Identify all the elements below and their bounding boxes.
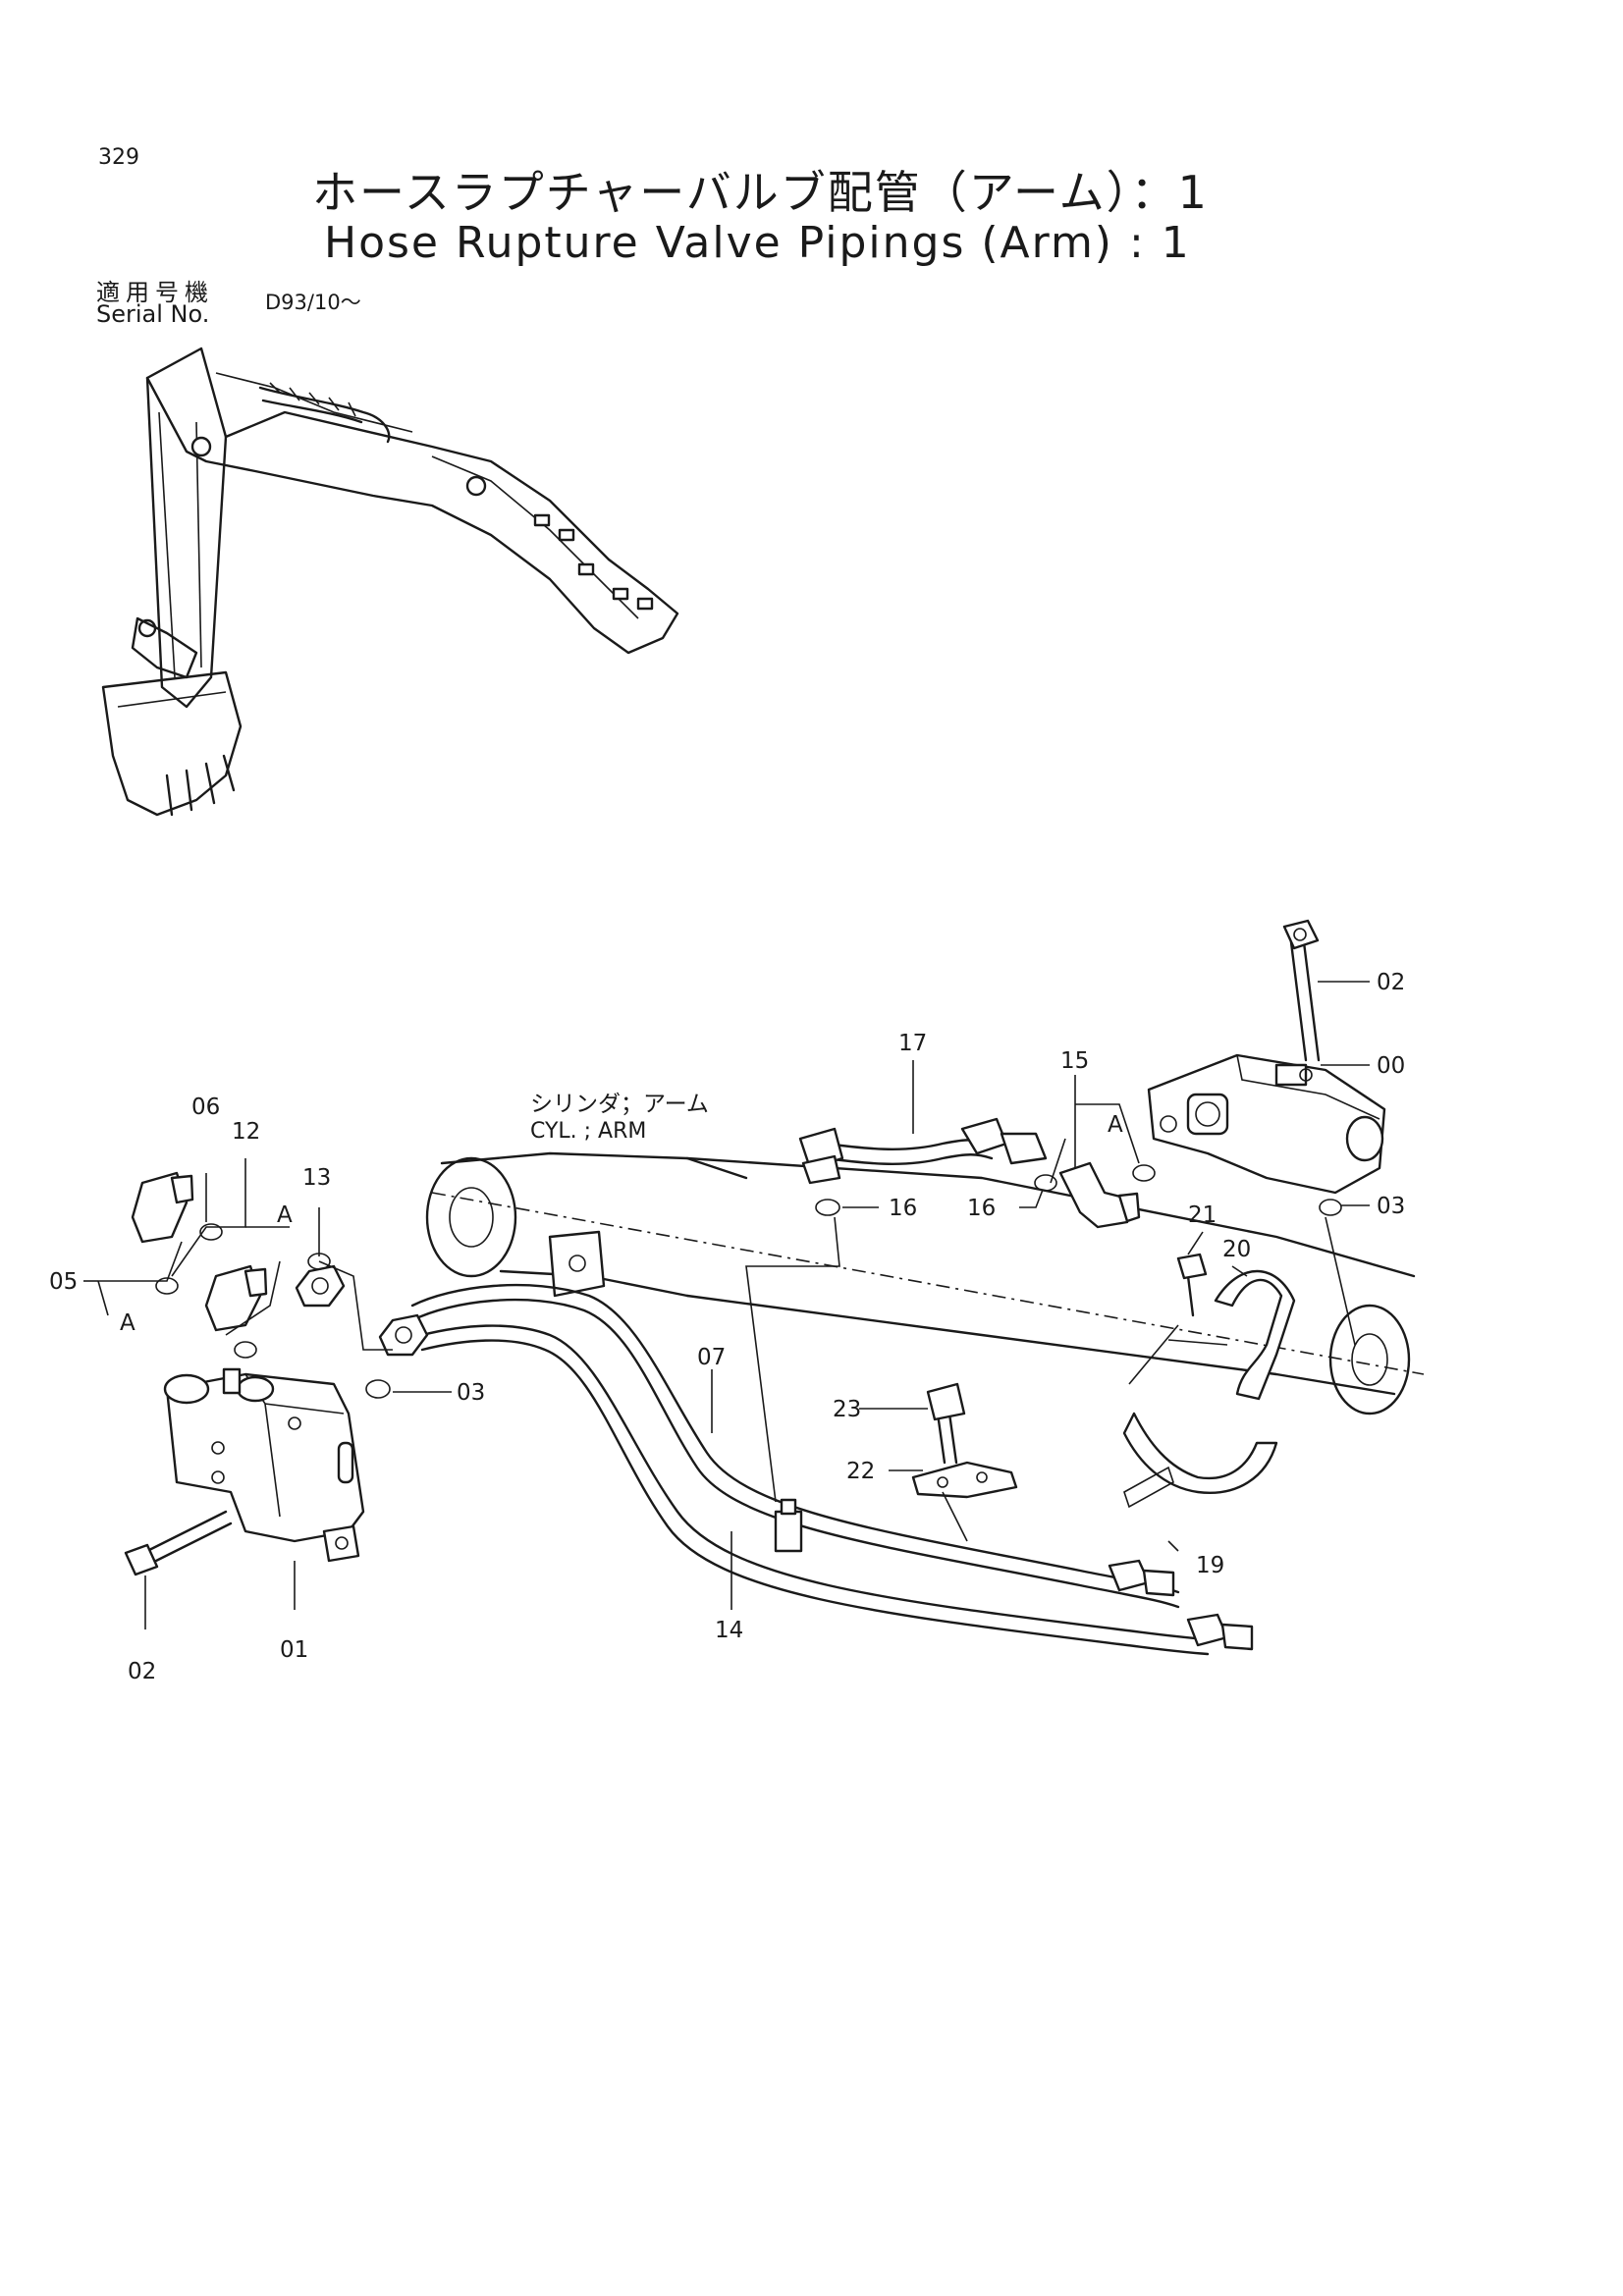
leader-lines [83,981,1370,1629]
part-label-22: 22 [846,1459,875,1484]
part-label-23: 23 [833,1397,861,1422]
serial-label-english: Serial No. [96,300,210,328]
part-label-07: 07 [697,1345,726,1370]
part-label-05: 05 [49,1269,78,1295]
rupture-valve-right [1147,919,1386,1195]
part-label-21: 21 [1188,1202,1217,1228]
detail-mark-a-right: A [1108,1112,1123,1138]
o-rings-left [155,1223,391,1399]
part-label-16-left: 16 [889,1196,917,1221]
page-number: 329 [98,145,139,170]
part-label-03-left: 03 [457,1380,485,1406]
part-label-19: 19 [1196,1553,1224,1578]
clamps-and-brackets [911,1253,1296,1509]
part-label-16-right: 16 [967,1196,996,1221]
elbow-fittings [131,1171,429,1357]
detail-mark-a-upper-left: A [277,1202,293,1228]
serial-number-value: D93/10～ [265,291,361,314]
pipe-assembly [410,1283,1254,1656]
cylinder-label-english: CYL. ; ARM [530,1119,647,1144]
part-label-20: 20 [1222,1237,1251,1262]
part-label-00: 00 [1377,1053,1405,1079]
page-title-japanese: ホースラプチャーバルブ配管（アーム）：1 [312,166,1209,219]
hose-and-elbow-right [798,1117,1342,1229]
part-label-17: 17 [898,1031,927,1056]
part-label-01: 01 [280,1637,308,1663]
part-labels: 02 00 03 17 15 A 16 16 21 20 07 23 22 19… [49,970,1405,1684]
part-label-02-lower: 02 [128,1659,156,1684]
detail-mark-a-lower-left: A [120,1310,135,1336]
rupture-valve-left [124,1367,365,1576]
part-label-13: 13 [302,1165,331,1191]
part-label-00-bolt-02-upper: 02 [1377,970,1405,995]
part-label-06: 06 [191,1095,220,1120]
excavator-arm-overview [101,347,679,817]
part-label-14: 14 [715,1618,743,1643]
serial-label-japanese: 適用号機 [96,279,214,306]
part-label-03-right: 03 [1377,1194,1405,1219]
part-label-15: 15 [1060,1048,1089,1074]
cylinder-label-japanese: シリンダ；アーム [530,1092,709,1117]
part-label-12: 12 [232,1119,260,1145]
page-title-english: Hose Rupture Valve Pipings (Arm) : 1 [324,218,1191,268]
